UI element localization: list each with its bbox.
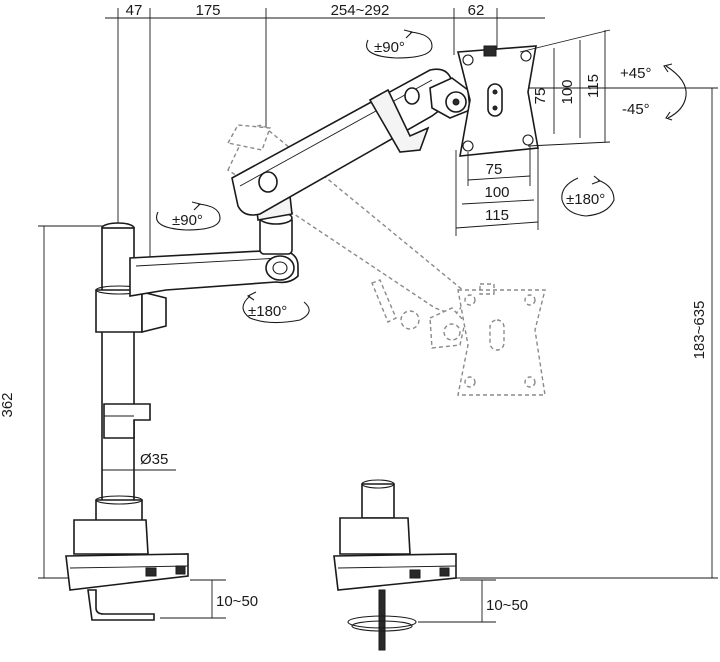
dim-183-635: 183~635 bbox=[691, 301, 708, 360]
rot-swivel-mid: ±90° bbox=[172, 212, 203, 229]
swivel-base-indicator bbox=[242, 291, 310, 324]
vesa-v-100: 100 bbox=[559, 79, 576, 104]
dim-175: 175 bbox=[195, 2, 220, 19]
dim-362: 362 bbox=[0, 392, 16, 417]
top-dimension-lines bbox=[105, 8, 545, 258]
vesa-v-115: 115 bbox=[585, 74, 602, 98]
vesa-h-75: 75 bbox=[486, 161, 503, 178]
dim-47: 47 bbox=[126, 2, 143, 19]
vesa-h-100: 100 bbox=[484, 184, 509, 201]
tilt-head bbox=[429, 77, 471, 119]
left-clamp-dimension bbox=[160, 579, 226, 619]
swivel-mid-indicator bbox=[156, 201, 221, 231]
dim-62: 62 bbox=[468, 2, 485, 19]
dim-pole-diameter: Ø35 bbox=[140, 451, 168, 468]
rot-plate: ±180° bbox=[566, 191, 605, 208]
dim-left-clamp: 10~50 bbox=[216, 593, 258, 610]
vesa-plate bbox=[456, 45, 539, 157]
tilt-indicator bbox=[663, 63, 687, 121]
left-clamp-base bbox=[65, 495, 189, 621]
rot-tilt-down: -45° bbox=[622, 101, 650, 118]
dim-right-clamp: 10~50 bbox=[486, 597, 528, 614]
swivel-top-indicator bbox=[366, 29, 433, 59]
vesa-horizontal-dimensions bbox=[455, 146, 539, 236]
vesa-v-75: 75 bbox=[532, 88, 549, 105]
pole-collar bbox=[95, 285, 167, 334]
upper-arm bbox=[231, 68, 457, 216]
total-height-dimension bbox=[430, 87, 718, 579]
rotate-plate-indicator bbox=[561, 175, 615, 217]
right-grommet-base bbox=[333, 479, 457, 651]
rot-tilt-up: +45° bbox=[620, 65, 651, 82]
vesa-vertical-dimensions bbox=[519, 29, 611, 147]
vesa-h-115: 115 bbox=[485, 207, 509, 224]
right-clamp-dimension bbox=[418, 579, 496, 623]
elbow-joint bbox=[255, 195, 293, 255]
pole bbox=[101, 222, 135, 504]
rot-swivel-base: ±180° bbox=[248, 303, 287, 320]
rot-swivel-top: ±90° bbox=[374, 39, 405, 56]
lower-arm bbox=[129, 249, 299, 297]
dim-254-292: 254~292 bbox=[331, 2, 390, 19]
cable-clip bbox=[103, 403, 151, 439]
